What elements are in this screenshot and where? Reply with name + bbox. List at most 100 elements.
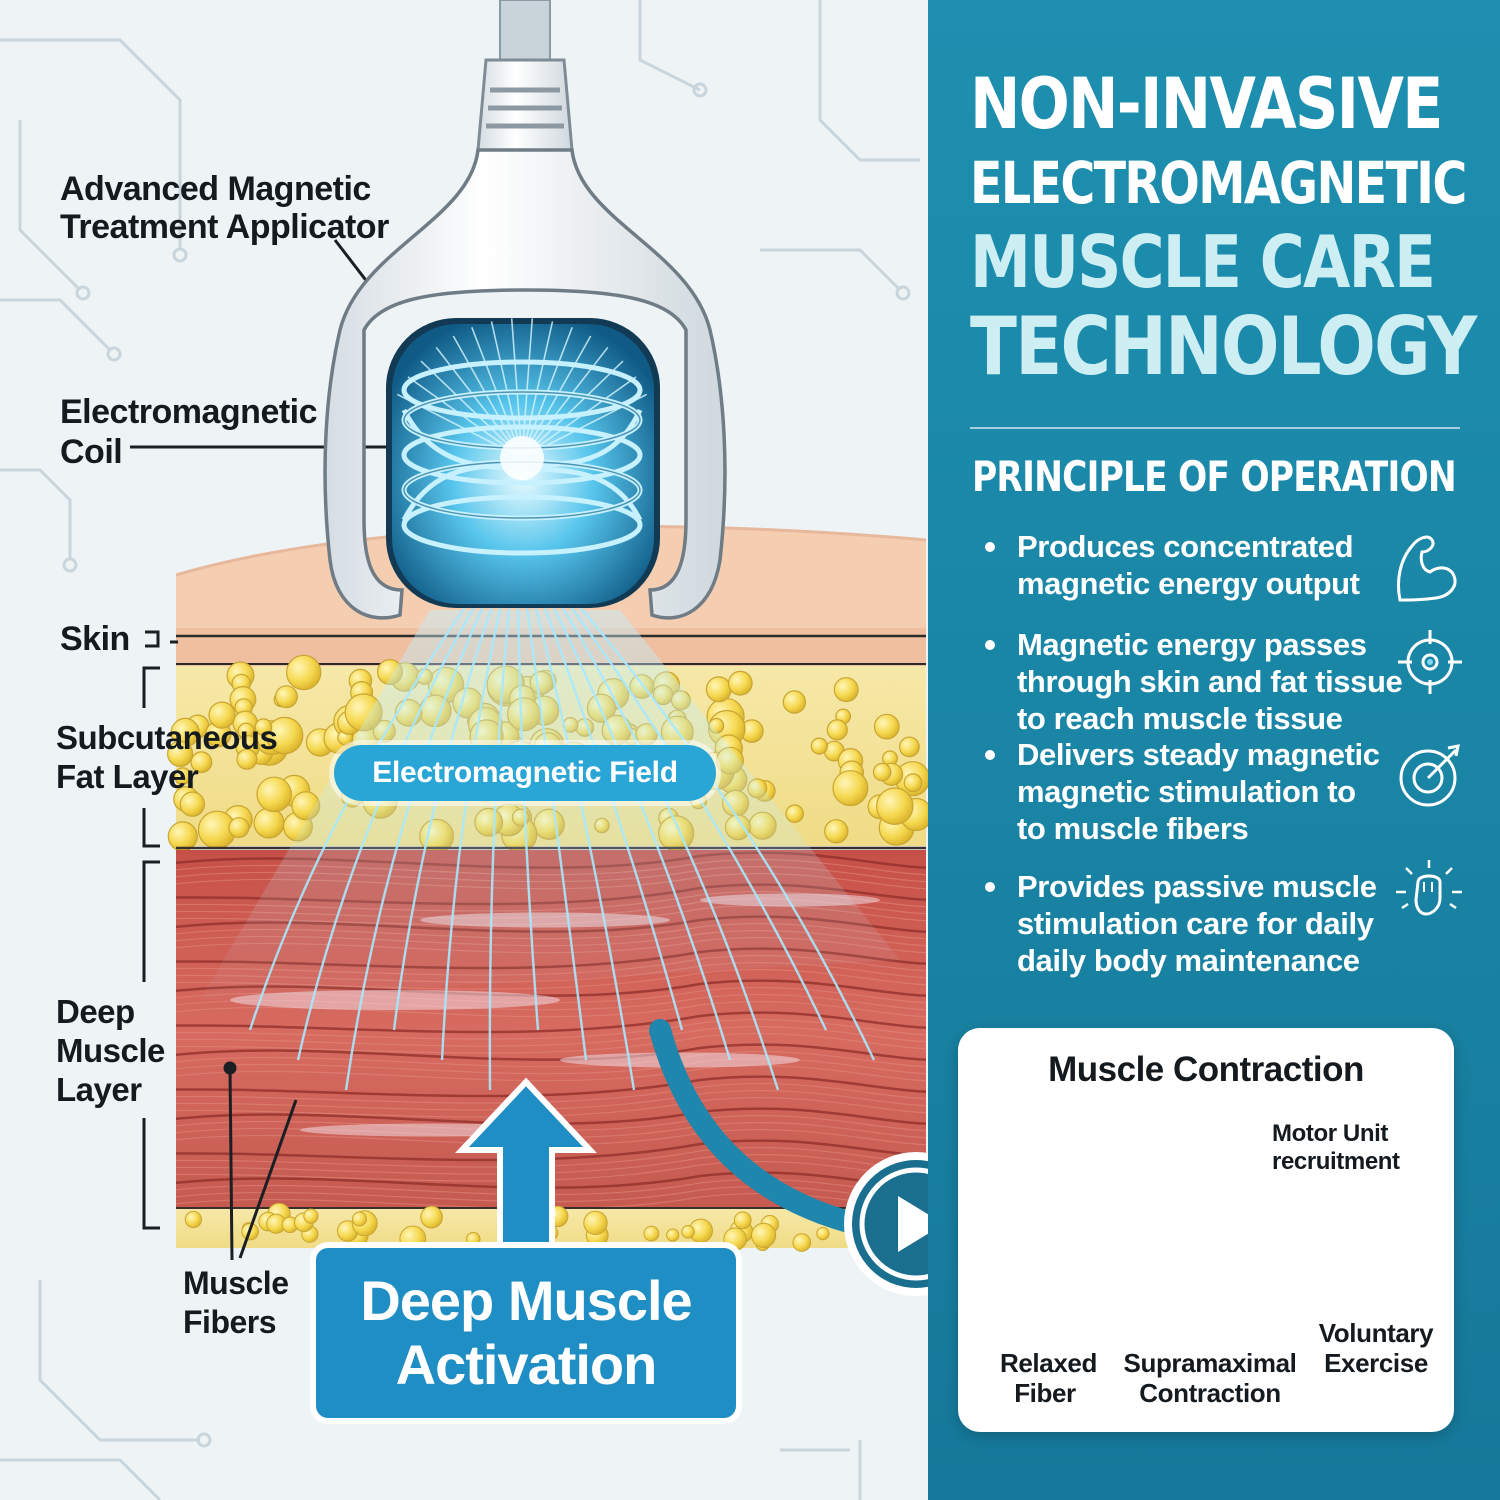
fist-burst-icon — [1396, 860, 1462, 916]
fiber-strand — [176, 1025, 926, 1047]
layer-brackets — [130, 239, 403, 1261]
fiber-strand — [176, 1114, 926, 1132]
fat-globule — [583, 1210, 608, 1236]
fiber-strand — [176, 1121, 926, 1139]
field-line — [440, 599, 504, 1061]
title-line2: ELECTROMAGNETIC — [970, 149, 1467, 217]
coil-ray — [521, 318, 534, 459]
title-divider — [970, 427, 1460, 429]
fat-globule — [643, 1225, 660, 1242]
fat-globule — [899, 736, 920, 758]
fat-globule — [167, 821, 198, 852]
field-line — [548, 599, 732, 1061]
fiber-line — [176, 1011, 926, 1034]
fat-globule — [228, 817, 250, 839]
bullet-item: Produces concentrated magnetic energy ou… — [985, 528, 1405, 602]
bullet-text: Produces concentrated magnetic energy ou… — [1017, 529, 1360, 601]
fiber-strand — [176, 1018, 926, 1040]
fat-globule — [666, 1228, 680, 1242]
fat-globule — [792, 1233, 812, 1252]
fat-globule — [873, 713, 900, 740]
bullet-dot — [985, 640, 995, 650]
field-line — [516, 599, 540, 1031]
fiber-strand — [176, 1096, 926, 1118]
target-crosshair-icon — [1398, 630, 1462, 694]
main-title: NON-INVASIVE ELECTROMAGNETIC MUSCLE CARE… — [970, 62, 1477, 393]
fat-globule — [785, 804, 804, 823]
electromagnetic-beam — [200, 599, 900, 1091]
fat-globule — [253, 807, 285, 839]
bullet-dot — [985, 542, 995, 552]
fiber-line — [176, 1075, 926, 1098]
fat-layer-label: Subcutaneous Fat Layer — [56, 719, 278, 795]
fat-globule — [179, 791, 206, 817]
voluntary-exercise-label: Voluntary Exercise — [1318, 1318, 1434, 1378]
fat-globule — [266, 716, 304, 755]
fat-globule — [208, 701, 236, 729]
contraction-card: Muscle Contraction — [958, 1028, 1454, 1432]
activation-line1: Deep Muscle — [360, 1269, 692, 1332]
title-line4: TECHNOLOGY — [970, 300, 1477, 393]
coil-ray — [521, 335, 592, 459]
bullet-item: Magnetic energy passes through skin and … — [985, 626, 1405, 737]
coil-ray — [521, 321, 554, 459]
fat-globule — [727, 670, 753, 696]
bullet-text: Provides passive muscle stimulation care… — [1017, 869, 1377, 978]
field-line — [524, 599, 588, 1061]
deep-muscle-label: Deep Muscle Layer — [56, 993, 165, 1108]
title-line1: NON-INVASIVE — [970, 63, 1443, 145]
bullet-item: Delivers steady magnetic magnetic stimul… — [985, 736, 1405, 847]
bottom-fat-globules — [184, 1202, 926, 1253]
card-title: Muscle Contraction — [1048, 1050, 1364, 1089]
coil-ray — [452, 335, 523, 459]
coil-ray — [510, 318, 523, 459]
fat-globule — [420, 1205, 443, 1229]
coil-ray — [490, 321, 523, 459]
fiber-strand — [176, 1082, 926, 1104]
field-line — [248, 599, 471, 1031]
fat-globule — [903, 773, 923, 793]
field-line — [344, 599, 488, 1091]
coil-label: Electromagnetic Coil — [60, 393, 318, 471]
fat-globule — [872, 762, 892, 782]
fat-globule — [274, 685, 298, 709]
supramaximal-label: Supramaximal Contraction — [1123, 1348, 1297, 1408]
up-arrow — [455, 1077, 597, 1253]
fat-globule — [236, 748, 258, 770]
fat-globule — [167, 740, 194, 767]
fat-globule — [733, 1211, 752, 1230]
coil-ray — [407, 376, 523, 459]
fiber-line — [176, 1107, 926, 1125]
bullseye-arrow-icon — [1399, 744, 1460, 807]
field-label: Electromagnetic Field — [334, 745, 716, 801]
fat-globule — [303, 1208, 319, 1224]
activation-box: Deep Muscle Activation — [316, 1248, 736, 1418]
curved-arrow — [649, 1019, 871, 1236]
fat-globule — [256, 776, 293, 813]
field-line — [540, 599, 684, 1031]
fat-globule — [782, 690, 807, 714]
fiber-strand — [176, 1146, 926, 1168]
flexed-arm-icon — [1397, 535, 1457, 602]
fat-globule — [190, 751, 213, 774]
bullet-item: Provides passive muscle stimulation care… — [985, 868, 1405, 979]
coil-ray — [521, 360, 624, 459]
field-line — [573, 599, 876, 1061]
bullet-text: Magnetic energy passes through skin and … — [1017, 627, 1403, 736]
bullet-dot — [985, 750, 995, 760]
fat-globule — [466, 1232, 481, 1247]
field-line — [556, 599, 780, 1091]
principle-heading: PRINCIPLE OF OPERATION — [972, 452, 1457, 501]
fat-globule — [705, 676, 732, 703]
fat-globule — [816, 1227, 830, 1241]
activation-line2: Activation — [395, 1333, 658, 1396]
field-line — [296, 599, 480, 1061]
fat-globule — [833, 677, 859, 703]
fat-globule — [826, 719, 848, 741]
motor-unit-label: Motor Unit recruitment — [1272, 1120, 1400, 1175]
fiber-strand — [176, 1057, 926, 1075]
field-line — [532, 599, 636, 1091]
coil-ray — [521, 376, 637, 459]
